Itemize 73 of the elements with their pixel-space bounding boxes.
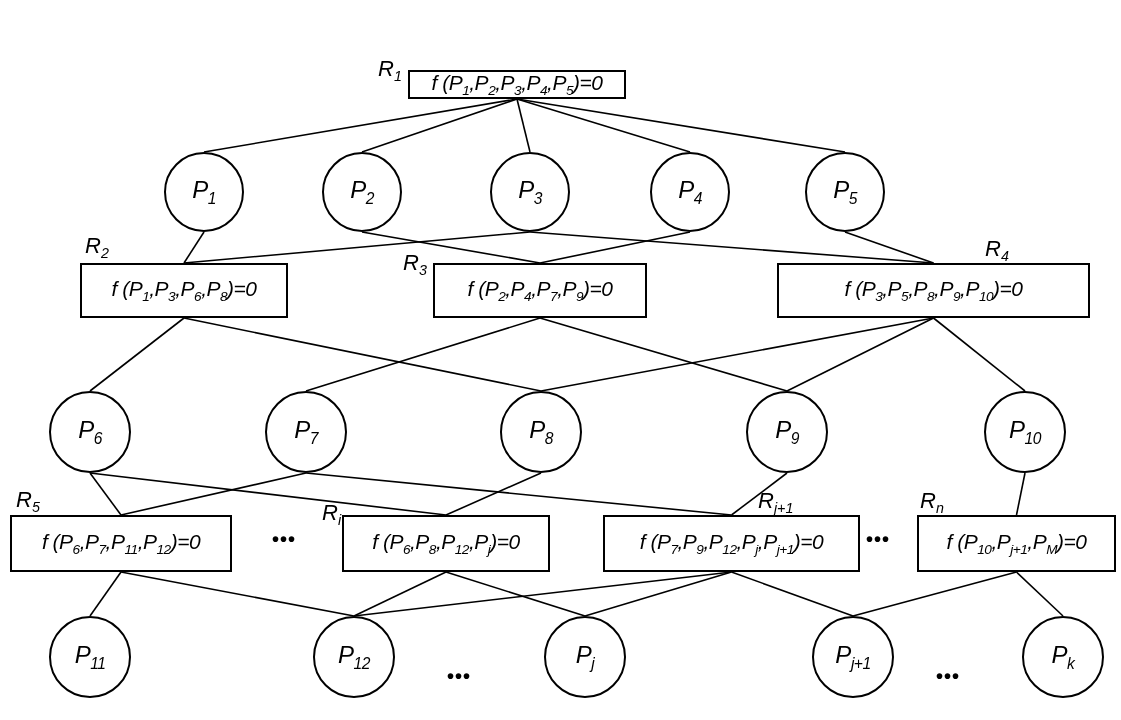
- equation-text: f (P$_{3}$,P$_{5}$,P$_{8}$,P$_{9}$,P$_{10}$)=0: [844, 276, 1023, 305]
- ellipsis-text: •••: [272, 528, 296, 551]
- parameter-label: P$_{6}$: [78, 416, 102, 448]
- relation-box: [433, 263, 647, 318]
- parameter-label: P$_{9}$: [775, 416, 799, 448]
- connector-line: [305, 472, 733, 516]
- parameter-label: P$_{j+1}$: [835, 641, 871, 673]
- connector-line: [445, 472, 542, 516]
- parameter-label: P$_{2}$: [350, 176, 374, 208]
- parameter-label: P$_{k}$: [1051, 641, 1075, 673]
- connector-line: [89, 472, 122, 516]
- relation-box: [917, 515, 1116, 572]
- relation-label: R$_{5}$: [16, 487, 40, 516]
- connector-line: [932, 317, 1026, 392]
- connector-line: [730, 571, 854, 617]
- ellipsis-text: •••: [866, 528, 890, 551]
- parameter-label: P$_{1}$: [192, 176, 216, 208]
- ellipsis-text: •••: [936, 665, 960, 688]
- equation-text: f (P$_{6}$,P$_{8}$,P$_{12}$,P$_{j}$)=0: [372, 529, 520, 558]
- relation-label: R$_{3}$: [403, 250, 427, 279]
- relation-label: R$_{i}$: [322, 500, 342, 529]
- relation-box: [342, 515, 550, 572]
- connector-line: [353, 571, 447, 617]
- connector-line: [852, 571, 1018, 617]
- equation-text: f (P$_{1}$,P$_{2}$,P$_{3}$,P$_{4}$,P$_{5}$)=0: [431, 70, 603, 99]
- connector-line: [183, 231, 531, 264]
- parameter-label: P$_{11}$: [74, 641, 106, 673]
- equation-text: f (P$_{7}$,P$_{9}$,P$_{12}$,P$_{j}$,P$_{j+1}$)=0: [639, 529, 824, 558]
- connector-line: [844, 231, 935, 264]
- connector-line: [516, 98, 846, 153]
- connector-line: [120, 472, 307, 516]
- connector-line: [361, 231, 541, 264]
- connector-line: [89, 472, 447, 516]
- equation-text: f (P$_{10}$,P$_{j+1}$,P$_{M}$)=0: [946, 529, 1087, 558]
- relation-label: R$_{1}$: [378, 56, 402, 85]
- equation-text: f (P$_{1}$,P$_{3}$,P$_{6}$,P$_{8}$)=0: [111, 276, 257, 305]
- connector-line: [584, 571, 733, 617]
- parameter-label: P$_{8}$: [529, 416, 553, 448]
- relation-label: R$_{4}$: [985, 236, 1009, 265]
- connector-line: [89, 317, 185, 392]
- ellipsis-text: •••: [447, 665, 471, 688]
- connector-line: [361, 98, 518, 153]
- connector-line: [445, 571, 586, 617]
- relation-label: R$_{n}$: [920, 488, 944, 517]
- relation-box: [603, 515, 860, 572]
- connector-line: [786, 317, 935, 392]
- relation-box: [408, 70, 626, 99]
- relation-box: [777, 263, 1090, 318]
- connector-line: [1015, 472, 1026, 516]
- relation-label: R$_{j+1}$: [758, 488, 794, 517]
- connector-line: [539, 231, 691, 264]
- connector-line: [516, 98, 531, 153]
- connector-line: [89, 571, 122, 617]
- connector-line: [539, 317, 788, 392]
- relation-box: [10, 515, 232, 572]
- connector-line: [730, 472, 788, 516]
- parameter-label: P$_{12}$: [338, 641, 370, 673]
- parameter-label: P$_{5}$: [833, 176, 857, 208]
- connector-line: [183, 317, 542, 392]
- relation-label: R$_{2}$: [85, 233, 109, 262]
- parameter-label: P$_{7}$: [294, 416, 318, 448]
- connector-line: [120, 571, 355, 617]
- connector-line: [1015, 571, 1064, 617]
- connector-line: [516, 98, 691, 153]
- equation-text: f (P$_{2}$,P$_{4}$,P$_{7}$,P$_{9}$)=0: [467, 276, 613, 305]
- parameter-label: P$_{4}$: [678, 176, 702, 208]
- connector-line: [305, 317, 541, 392]
- connector-line: [183, 231, 205, 264]
- equation-text: f (P$_{6}$,P$_{7}$,P$_{11}$,P$_{12}$)=0: [41, 529, 201, 558]
- parameter-label: P$_{j}$: [575, 641, 595, 673]
- parameter-label: P$_{10}$: [1009, 416, 1041, 448]
- parameter-label: P$_{3}$: [518, 176, 542, 208]
- relation-box: [80, 263, 288, 318]
